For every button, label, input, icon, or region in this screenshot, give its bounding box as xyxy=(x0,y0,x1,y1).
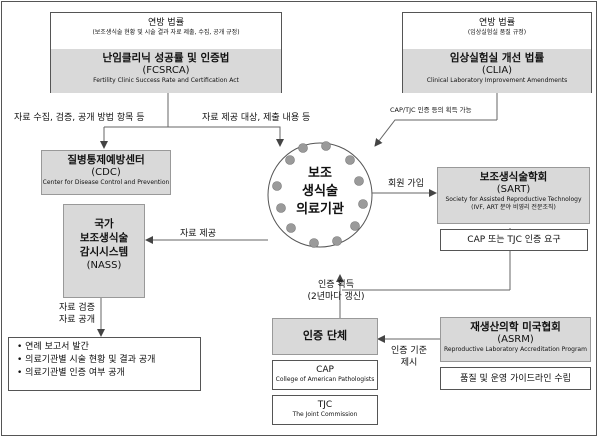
clia-note: (임상실험실 품질 규정) xyxy=(467,29,527,36)
label-cert-criteria-line1: 인증 기준 xyxy=(391,346,427,356)
sart-sub2: (IVF, ART 분야 비영리 전문조직) xyxy=(471,204,556,211)
nass-output-item: • 의료기관별 시술 현황 및 결과 공개 xyxy=(17,355,156,365)
center-label: 보조 생식술 의료기관 xyxy=(290,165,350,219)
center-line2: 생식술 xyxy=(302,184,338,199)
center-dots xyxy=(272,141,368,248)
label-membership: 회원 가입 xyxy=(388,179,424,189)
cap-box: CAP College of American Pathologists xyxy=(272,360,378,390)
nass-output-text: 의료기관별 시술 현황 및 결과 공개 xyxy=(25,355,156,365)
sart-abbr: (SART) xyxy=(496,184,531,195)
label-verify-line2: 자료 공개 xyxy=(59,315,95,325)
nass-line2: 보조생식술 xyxy=(79,232,129,244)
fcsrca-title-panel: 난임클리닉 성공률 및 인증법 (FCSRCA) Fertility Clini… xyxy=(51,49,281,93)
nass-output-text: 연례 보고서 발간 xyxy=(25,342,89,352)
clia-title-panel: 임상실험실 개선 법률 (CLIA) Clinical Laboratory I… xyxy=(403,49,591,93)
label-cert-acquire-line2: (2년마다 갱신) xyxy=(307,292,365,302)
cap-title: CAP xyxy=(316,365,334,375)
cap-sub: College of American Pathologists xyxy=(275,376,375,383)
label-cert-criteria-line2: 제시 xyxy=(400,358,418,368)
sart-box: 보조생식술학회 (SART) Society for Assisted Repr… xyxy=(437,167,590,224)
cdc-title: 질병통제예방센터 xyxy=(67,154,145,166)
label-cap-tjc-cert: CAP/TJC 인증 등의 획득 가능 xyxy=(390,106,472,114)
clia-title: 임상실험실 개선 법률 xyxy=(449,52,545,64)
cdc-box: 질병통제예방센터 (CDC) Center for Disease Contro… xyxy=(41,150,171,195)
clia-sub: Clinical Laboratory Improvement Amendmen… xyxy=(426,77,568,84)
asrm-sub: Reproductive Laboratory Accreditation Pr… xyxy=(444,346,587,353)
asrm-guideline-box: 품질 및 운영 가이드라인 수립 xyxy=(440,367,591,390)
cdc-sub: Center for Disease Control and Preventio… xyxy=(42,179,170,186)
cdc-abbr: (CDC) xyxy=(91,167,121,178)
nass-abbr: (NASS) xyxy=(86,260,122,271)
cert-body-title: 인증 단체 xyxy=(302,329,348,342)
clia-header: 연방 법률 xyxy=(479,18,515,28)
asrm-guideline: 품질 및 운영 가이드라인 수립 xyxy=(460,374,571,384)
center-circle xyxy=(267,142,373,248)
fcsrca-title: 난임클리닉 성공률 및 인증법 xyxy=(102,52,230,64)
center-line1: 보조 xyxy=(308,166,332,181)
tjc-sub: The Joint Commission xyxy=(292,411,358,418)
label-data-submission: 자료 제공 대상, 제출 내용 등 xyxy=(202,113,311,123)
sart-sub1: Society for Assisted Reproductive Techno… xyxy=(445,196,582,203)
label-cert-acquire-line1: 인증 획득 xyxy=(318,280,354,290)
fcsrca-abbr: (FCSRCA) xyxy=(142,65,190,76)
nass-box: 국가 보조생식술 감시시스템 (NASS) xyxy=(63,204,145,298)
fcsrca-sub: Fertility Clinic Success Rate and Certif… xyxy=(93,77,239,84)
tjc-title: TJC xyxy=(317,400,333,410)
cert-body-box: 인증 단체 xyxy=(272,318,378,355)
sart-requirement: CAP 또는 TJC 인증 요구 xyxy=(467,235,561,245)
nass-outputs-box: • 연례 보고서 발간 • 의료기관별 시술 현황 및 결과 공개 • 의료기관… xyxy=(8,337,201,391)
sart-requirement-box: CAP 또는 TJC 인증 요구 xyxy=(440,229,588,251)
label-data-provide: 자료 제공 xyxy=(180,229,216,239)
center-line3: 의료기관 xyxy=(296,202,344,217)
tjc-box: TJC The Joint Commission xyxy=(272,395,378,425)
clia-law-box: 연방 법률 (임상실험실 품질 규정) 임상실험실 개선 법률 (CLIA) C… xyxy=(402,12,592,93)
nass-output-item: • 연례 보고서 발간 xyxy=(17,342,89,352)
fcsrca-header: 연방 법률 xyxy=(148,18,184,28)
fcsrca-law-box: 연방 법률 (보조생식술 현황 및 시술 결과 자료 제출, 수집, 공개 규정… xyxy=(50,12,282,93)
label-cert-criteria: 인증 기준 제시 xyxy=(384,345,434,369)
sart-title: 보조생식술학회 xyxy=(479,171,548,183)
fcsrca-note: (보조생식술 현황 및 시술 결과 자료 제출, 수집, 공개 규정) xyxy=(92,29,240,36)
asrm-box: 재생산의학 미국협회 (ASRM) Reproductive Laborator… xyxy=(440,317,591,362)
arrow-to-center-from-law xyxy=(270,126,284,147)
nass-line1: 국가 xyxy=(94,218,114,230)
nass-output-item: • 의료기관별 인증 여부 공개 xyxy=(17,368,125,378)
clia-abbr: (CLIA) xyxy=(481,65,513,76)
label-data-collection: 자료 수집, 검증, 공개 방법 항목 등 xyxy=(14,113,145,123)
asrm-abbr: (ASRM) xyxy=(497,334,534,345)
asrm-title: 재생산의학 미국협회 xyxy=(470,321,561,333)
label-verify-line1: 자료 검증 xyxy=(59,303,95,313)
nass-output-text: 의료기관별 인증 여부 공개 xyxy=(25,368,125,378)
label-cert-acquire: 인증 획득 (2년마다 갱신) xyxy=(306,279,366,303)
label-verify: 자료 검증 자료 공개 xyxy=(54,302,100,326)
nass-line3: 감시시스템 xyxy=(79,246,129,258)
arrow-to-center-from-clia xyxy=(374,119,497,147)
